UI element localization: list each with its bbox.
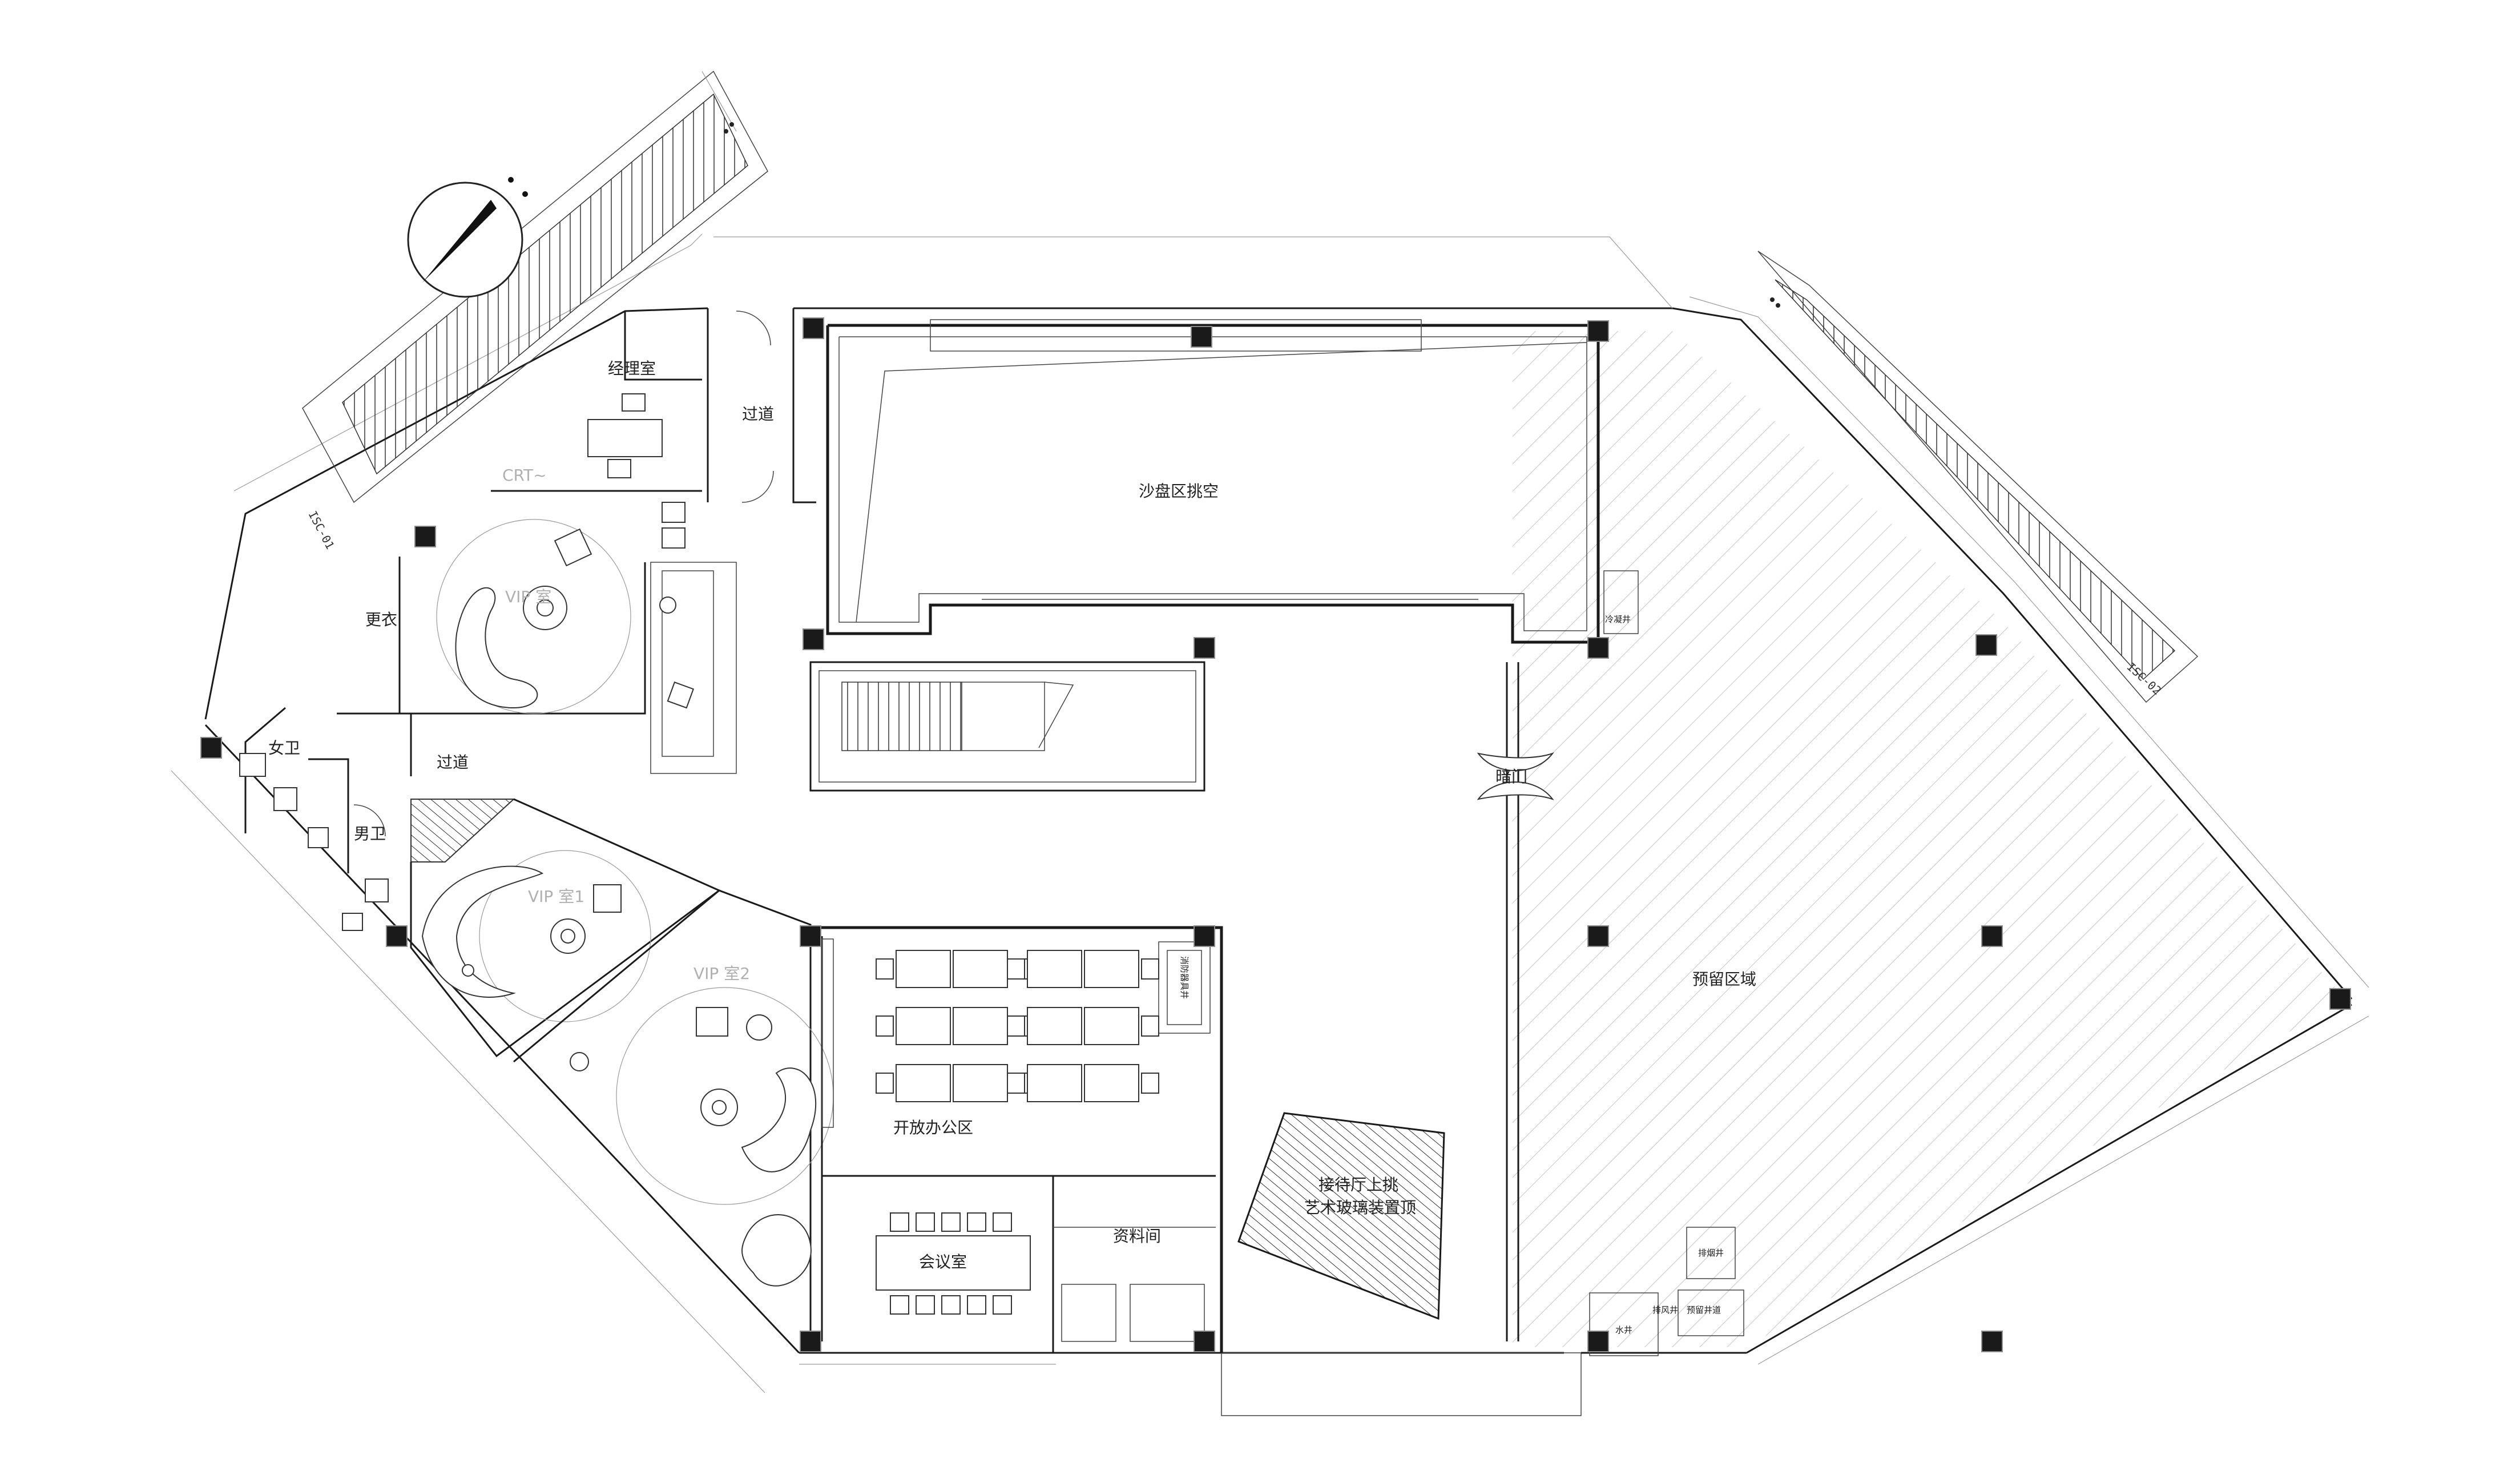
meeting-table <box>876 1235 1031 1291</box>
reserved-area <box>1477 570 1744 1356</box>
label-water-shaft: 水井 <box>1615 1325 1632 1335</box>
manager-office-area: CRT~ <box>491 308 816 549</box>
desk-chair <box>1007 958 1025 980</box>
desk <box>953 1007 1008 1045</box>
meeting-chair <box>993 1295 1012 1315</box>
vip-room-top <box>398 519 737 774</box>
label-reserved-area: 预留区域 <box>1692 970 1756 989</box>
desk <box>1084 950 1139 988</box>
label-hidden-door: 暗门 <box>1495 767 1527 786</box>
meeting-chair <box>967 1212 986 1232</box>
label-vip-room-2: VIP 室2 <box>693 964 750 983</box>
exterior-stair-left: ISC-01 <box>302 70 768 551</box>
label-meeting-room: 会议室 <box>919 1252 967 1271</box>
meeting-chair <box>890 1212 909 1232</box>
meeting-chair <box>916 1212 935 1232</box>
vip-room-1 <box>410 798 721 1058</box>
meeting-chair <box>941 1212 961 1232</box>
label-womens-restroom: 女卫 <box>268 739 300 757</box>
label-fire-hose-cabinet: 消防器具井 <box>1179 956 1190 999</box>
meeting-chair <box>916 1295 935 1315</box>
desk <box>1027 1064 1082 1102</box>
meeting-chair <box>993 1212 1012 1232</box>
column-icon <box>1981 925 2003 947</box>
desk <box>1084 1007 1139 1045</box>
label-corridor-middle: 过道 <box>437 753 469 772</box>
desk <box>953 950 1008 988</box>
desk-chair <box>1141 958 1159 980</box>
isc-01-label: ISC-01 <box>306 509 337 551</box>
column-icon <box>386 925 408 947</box>
office-block <box>811 926 1223 1353</box>
label-mens-restroom: 男卫 <box>354 824 386 843</box>
label-sand-table-void: 沙盘区挑空 <box>1139 482 1219 501</box>
building-envelope <box>171 233 2369 1416</box>
desk <box>1084 1064 1139 1102</box>
desk-chair <box>1141 1015 1159 1037</box>
column-icon <box>1975 634 1997 656</box>
restroom-area <box>239 707 515 931</box>
desk-chair <box>876 958 894 980</box>
desk <box>896 1007 951 1045</box>
meeting-chairs <box>890 1212 1012 1315</box>
north-arrow-icon <box>407 177 528 298</box>
archive-fixtures <box>1061 1284 1205 1342</box>
column-icon <box>1587 925 1609 947</box>
label-reception-void-2: 艺术玻璃装置顶 <box>1304 1198 1416 1217</box>
desk-chair <box>1007 1015 1025 1037</box>
label-vip-room-1: VIP 室1 <box>528 887 584 906</box>
desk <box>896 1064 951 1102</box>
desk <box>1027 950 1082 988</box>
column-icon <box>414 526 436 547</box>
label-changing-room: 更衣 <box>365 610 397 629</box>
label-open-office: 开放办公区 <box>893 1118 973 1137</box>
reception-void <box>1237 1112 1445 1320</box>
column-icon <box>1194 1331 1215 1352</box>
label-archive-room: 资料间 <box>1113 1227 1161 1246</box>
column-icon <box>1981 1331 2003 1352</box>
label-manager-office: 经理室 <box>608 359 656 378</box>
column-icon <box>803 317 824 339</box>
label-air-exhaust-shaft: 排风井 <box>1652 1305 1678 1315</box>
label-smoke-exhaust-shaft: 排烟井 <box>1698 1248 1724 1258</box>
desk-chair <box>1141 1073 1159 1094</box>
label-reserved-shaft: 预留井道 <box>1687 1305 1721 1315</box>
vip-room-2 <box>513 889 834 1347</box>
column-icon-group <box>200 317 2351 1352</box>
column-icon <box>800 925 821 947</box>
curtain-mark: CRT~ <box>502 466 547 485</box>
column-icon <box>1194 637 1215 659</box>
label-reception-void-1: 接待厅上挑 <box>1319 1175 1398 1194</box>
column-icon <box>1587 637 1609 659</box>
column-icon <box>800 1331 821 1352</box>
column-icon <box>803 628 824 650</box>
column-icon <box>1194 925 1215 947</box>
desk <box>896 950 951 988</box>
meeting-chair <box>967 1295 986 1315</box>
desk <box>1027 1007 1082 1045</box>
reserved-area-hatch <box>1513 331 2346 1347</box>
label-vip-room-top: VIP 室 <box>505 587 551 606</box>
meeting-chair <box>941 1295 961 1315</box>
column-icon <box>1191 326 1212 348</box>
column-icon <box>200 737 222 759</box>
open-office-desks <box>876 950 1159 1102</box>
label-corridor-north: 过道 <box>742 405 774 424</box>
column-icon <box>2329 988 2351 1010</box>
central-stair <box>809 661 1205 792</box>
desk-chair <box>1007 1073 1025 1094</box>
sand-table-void <box>826 319 1600 644</box>
column-icon <box>1587 320 1609 342</box>
desk <box>953 1064 1008 1102</box>
label-cold-water-shaft: 冷凝井 <box>1605 614 1631 624</box>
meeting-chair <box>890 1295 909 1315</box>
desk-chair <box>876 1015 894 1037</box>
desk-chair <box>876 1073 894 1094</box>
column-icon <box>1587 1331 1609 1352</box>
